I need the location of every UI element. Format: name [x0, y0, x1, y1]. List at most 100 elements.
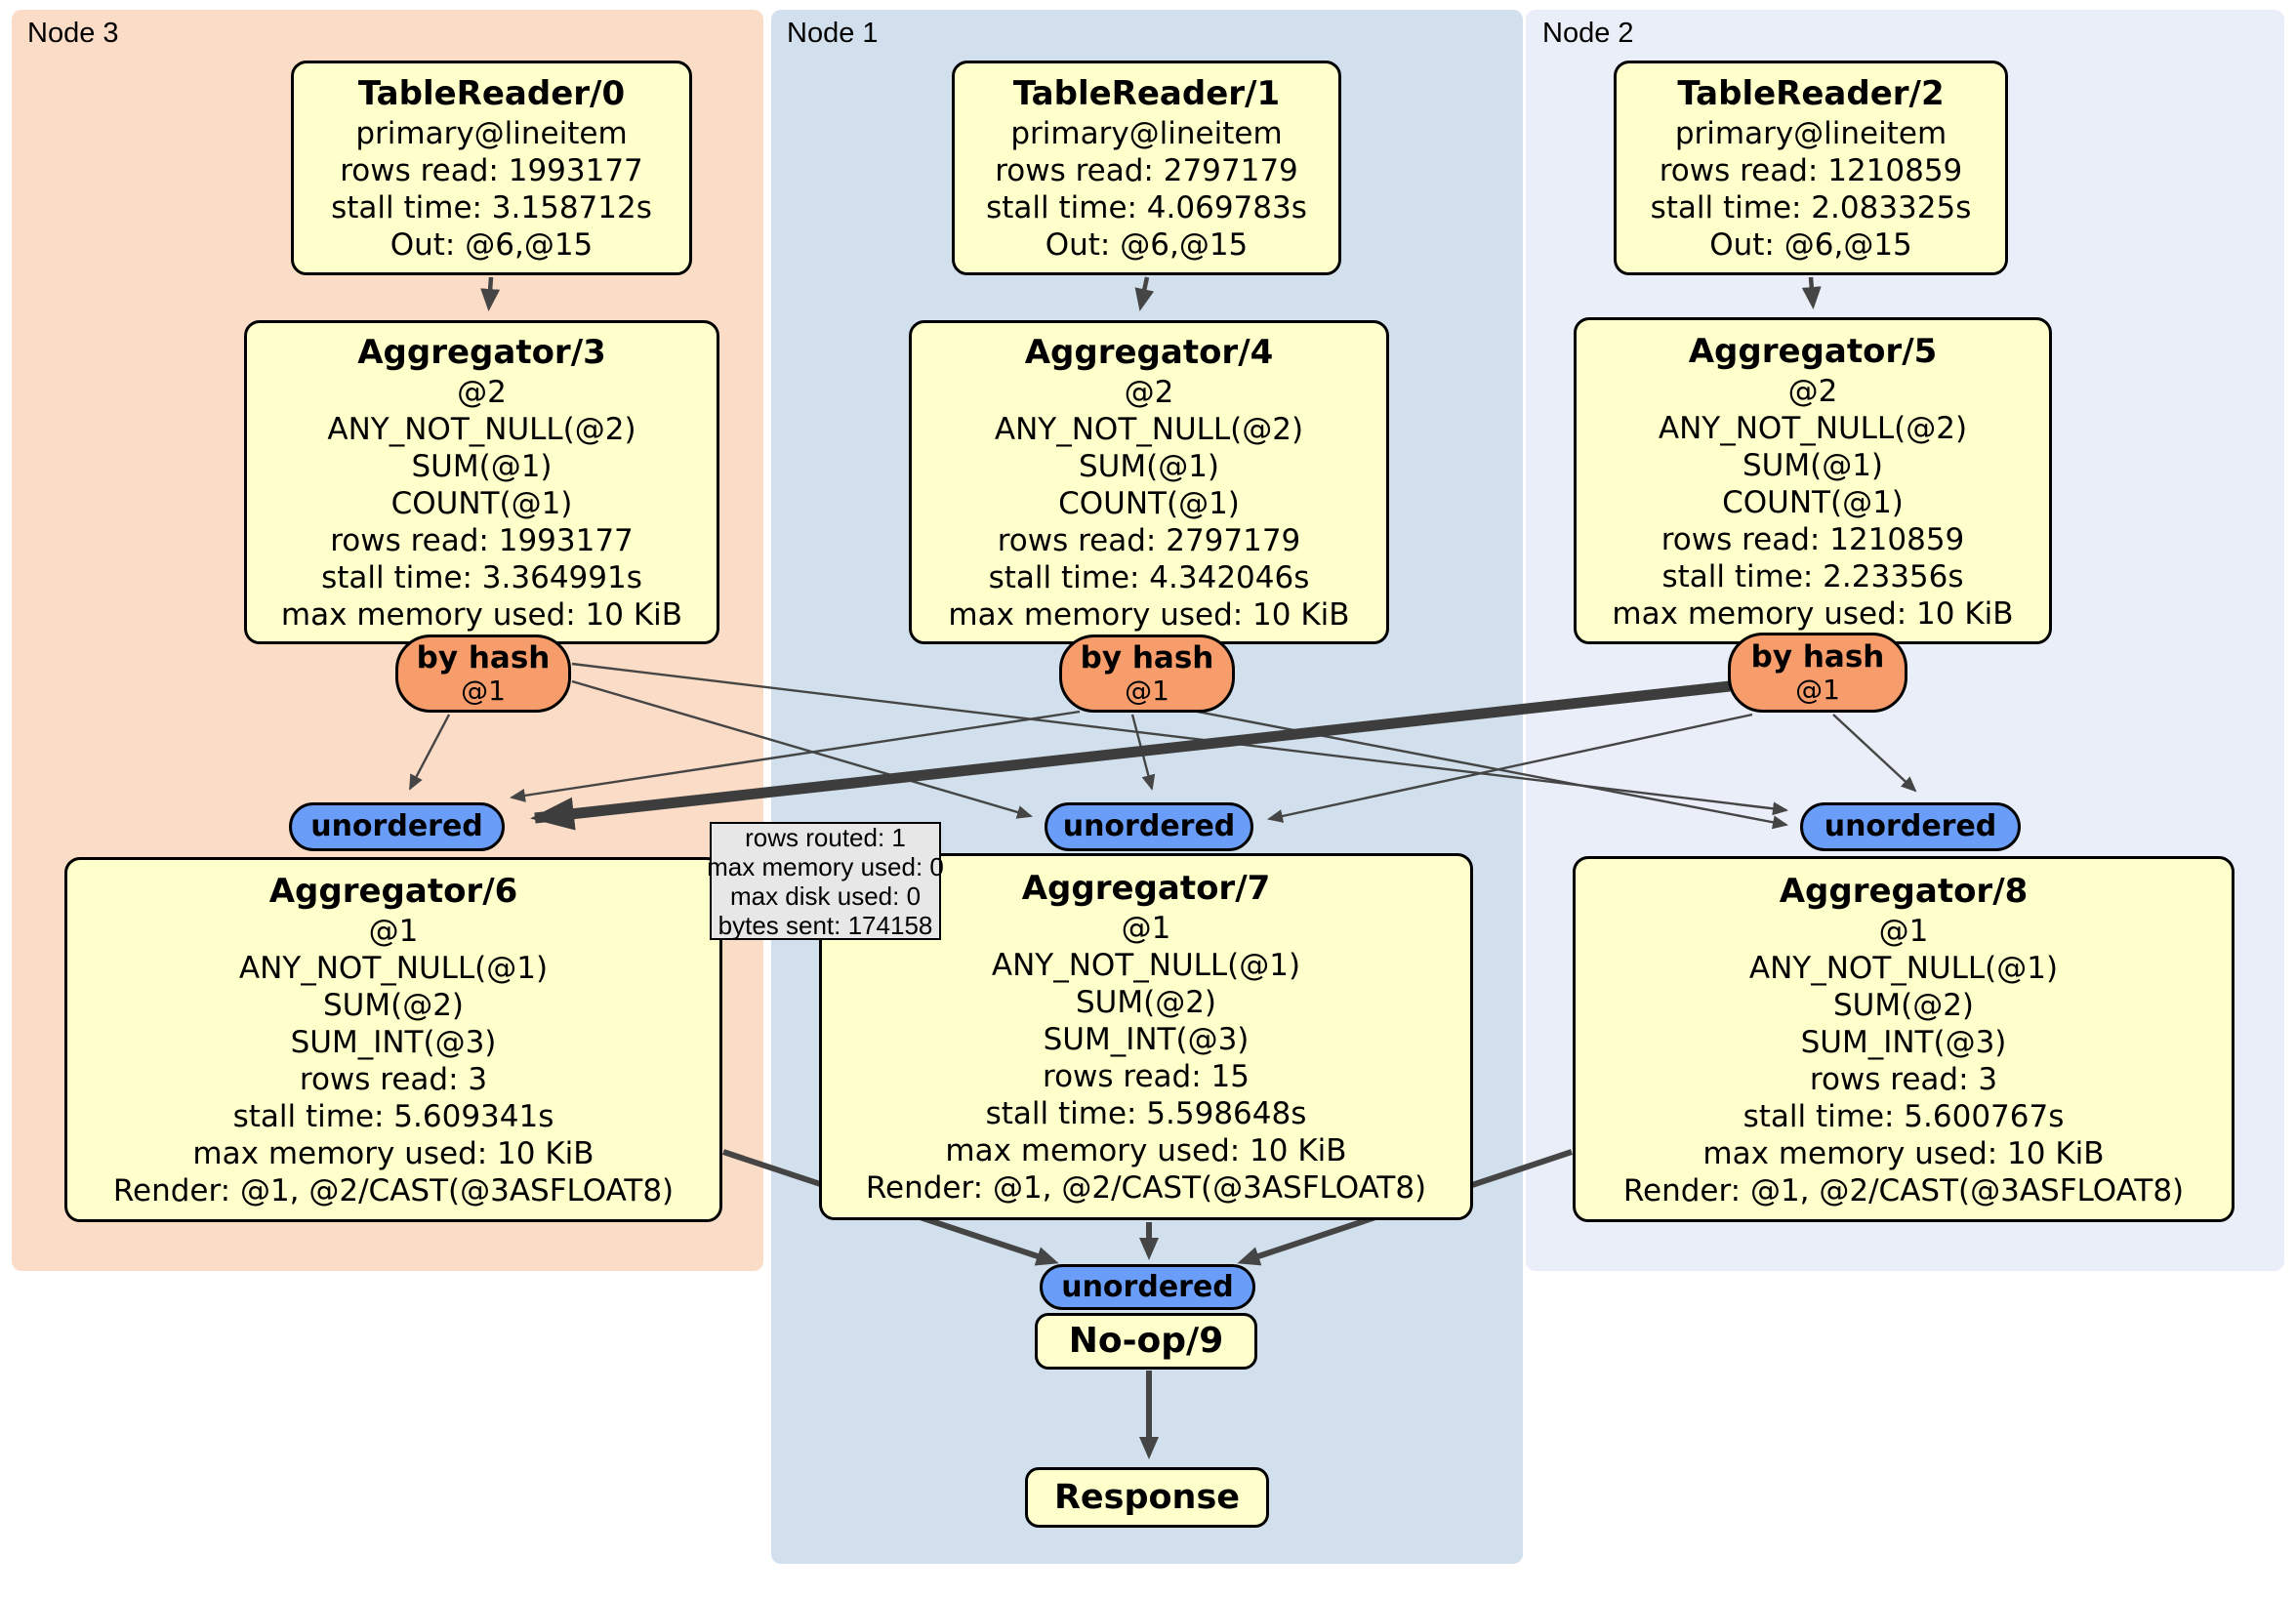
stat-line: SUM_INT(@3) — [1043, 1022, 1250, 1057]
stat-line: primary@lineitem — [1674, 116, 1948, 151]
panel-label-node-3: Node 3 — [27, 18, 119, 49]
processor-title: Response — [1053, 1478, 1241, 1517]
router-label: by hash — [1750, 639, 1885, 675]
edge-tr2-to-agg5[interactable] — [1801, 276, 1822, 309]
stat-line: SUM(@2) — [322, 988, 465, 1023]
node-aggregator-6: Aggregator/6 @1 ANY_NOT_NULL(@1) SUM(@2)… — [64, 857, 722, 1222]
stat-line: Render: @1, @2/CAST(@3ASFLOAT8) — [112, 1173, 675, 1208]
processor-title: Aggregator/4 — [1024, 333, 1274, 372]
node-aggregator-4: Aggregator/4 @2 ANY_NOT_NULL(@2) SUM(@1)… — [909, 320, 1389, 644]
sync-unordered-final: unordered — [1040, 1264, 1255, 1310]
node-noop-9: No-op/9 — [1035, 1313, 1257, 1370]
router-key: @1 — [1125, 675, 1169, 707]
stat-line: COUNT(@1) — [390, 486, 573, 521]
stat-line: Out: @6,@15 — [1045, 227, 1249, 263]
edge-hash3-to-unordered3[interactable] — [408, 714, 451, 791]
stat-line: rows read: 3 — [1809, 1061, 1998, 1097]
stat-line: SUM_INT(@3) — [290, 1025, 497, 1060]
stat-line: stall time: 2.23356s — [1661, 558, 1964, 594]
stat-line: max memory used: 10 KiB — [280, 597, 683, 633]
edge-tr0-to-agg3[interactable] — [480, 276, 501, 311]
sync-label: unordered — [310, 809, 483, 843]
processor-title: TableReader/1 — [1012, 74, 1281, 113]
stat-line: SUM_INT(@3) — [1800, 1024, 2007, 1060]
stat-line: rows read: 15 — [1043, 1059, 1250, 1094]
node-aggregator-5: Aggregator/5 @2 ANY_NOT_NULL(@2) SUM(@1)… — [1574, 317, 2052, 644]
edge-hash1-to-unordered2[interactable] — [1186, 708, 1788, 830]
stat-line: rows read: 1993177 — [340, 153, 643, 188]
stat-line: primary@lineitem — [355, 116, 628, 151]
processor-title: Aggregator/5 — [1688, 331, 1938, 371]
router-key: @1 — [461, 675, 506, 707]
stat-line: rows read: 1210859 — [1659, 153, 1963, 188]
edge-hash3-to-unordered1[interactable] — [571, 679, 1033, 819]
stat-line: SUM(@2) — [1832, 987, 1975, 1023]
tooltip-line: max disk used: 0 — [729, 880, 922, 911]
router-label: by hash — [416, 640, 551, 676]
stat-line: stall time: 4.069783s — [986, 190, 1307, 225]
sync-label: unordered — [1061, 1269, 1234, 1304]
processor-title: Aggregator/7 — [1021, 869, 1271, 908]
stat-line: rows read: 2797179 — [995, 153, 1298, 188]
stat-line: stall time: 2.083325s — [1650, 190, 1972, 225]
router-by-hash-node1: by hash @1 — [1059, 635, 1235, 713]
stat-line: max memory used: 10 KiB — [192, 1136, 594, 1171]
stat-line: rows read: 2797179 — [997, 523, 1301, 558]
processor-title: No-op/9 — [1068, 1321, 1224, 1361]
stat-line: COUNT(@1) — [1058, 486, 1240, 521]
sync-unordered-node2: unordered — [1800, 802, 2021, 851]
stat-line: ANY_NOT_NULL(@2) — [1658, 410, 1968, 446]
stat-line: @1 — [1121, 911, 1171, 946]
stat-line: max memory used: 10 KiB — [945, 1133, 1347, 1168]
stat-line: @1 — [1878, 913, 1929, 949]
stat-line: ANY_NOT_NULL(@2) — [327, 412, 636, 447]
sync-unordered-node3: unordered — [289, 802, 505, 851]
stat-line: ANY_NOT_NULL(@1) — [238, 951, 549, 986]
edge-hash2-to-unordered2[interactable] — [1832, 714, 1917, 793]
edge-hash2-to-unordered1[interactable] — [1267, 713, 1753, 823]
stat-line: stall time: 5.609341s — [232, 1099, 554, 1134]
processor-title: TableReader/0 — [357, 74, 626, 113]
node-tablereader-2: TableReader/2 primary@lineitem rows read… — [1614, 61, 2008, 275]
node-tablereader-0: TableReader/0 primary@lineitem rows read… — [291, 61, 692, 275]
tooltip-line: bytes sent: 174158 — [718, 910, 933, 940]
stat-line: SUM(@1) — [1742, 447, 1884, 483]
tooltip-line: rows routed: 1 — [745, 822, 906, 852]
stat-line: @2 — [1787, 373, 1838, 409]
stat-line: SUM(@1) — [1078, 449, 1220, 484]
stat-line: SUM(@1) — [411, 449, 553, 484]
stat-line: COUNT(@1) — [1722, 484, 1904, 520]
stat-line: stall time: 5.600767s — [1742, 1098, 2065, 1134]
stat-line: Render: @1, @2/CAST(@3ASFLOAT8) — [865, 1170, 1427, 1206]
processor-title: Aggregator/3 — [357, 333, 606, 372]
processor-title: Aggregator/8 — [1779, 871, 2029, 911]
stat-line: ANY_NOT_NULL(@1) — [1748, 950, 2059, 986]
panel-label-node-1: Node 1 — [787, 18, 879, 49]
edge-tr1-to-agg4[interactable] — [1134, 276, 1155, 311]
edge-hash1-to-unordered3[interactable] — [510, 710, 1081, 802]
stat-line: stall time: 3.158712s — [331, 190, 652, 225]
stat-line: stall time: 4.342046s — [988, 560, 1310, 595]
sync-unordered-node1: unordered — [1045, 802, 1253, 851]
stat-line: Out: @6,@15 — [390, 227, 594, 263]
stat-line: max memory used: 10 KiB — [1612, 595, 2014, 632]
stat-line: rows read: 1210859 — [1660, 521, 1965, 557]
node-aggregator-3: Aggregator/3 @2 ANY_NOT_NULL(@2) SUM(@1)… — [244, 320, 719, 644]
stat-line: ANY_NOT_NULL(@1) — [991, 948, 1301, 983]
stat-line: rows read: 3 — [299, 1062, 488, 1097]
stat-line: SUM(@2) — [1075, 985, 1217, 1020]
node-response: Response — [1025, 1467, 1269, 1528]
stat-line: @2 — [1124, 375, 1174, 410]
tooltip-line: max memory used: 0 — [707, 851, 944, 881]
sync-label: unordered — [1062, 809, 1236, 843]
processor-title: TableReader/2 — [1677, 74, 1945, 113]
processor-title: Aggregator/6 — [268, 872, 518, 911]
node-aggregator-7: Aggregator/7 @1 ANY_NOT_NULL(@1) SUM(@2)… — [819, 853, 1473, 1220]
router-by-hash-node3: by hash @1 — [395, 635, 571, 713]
router-key: @1 — [1795, 674, 1840, 706]
edge-hash2-to-unordered3-highlighted[interactable] — [530, 680, 1731, 831]
node-aggregator-8: Aggregator/8 @1 ANY_NOT_NULL(@1) SUM(@2)… — [1573, 856, 2234, 1222]
node-tablereader-1: TableReader/1 primary@lineitem rows read… — [952, 61, 1341, 275]
stat-line: stall time: 5.598648s — [985, 1096, 1307, 1131]
